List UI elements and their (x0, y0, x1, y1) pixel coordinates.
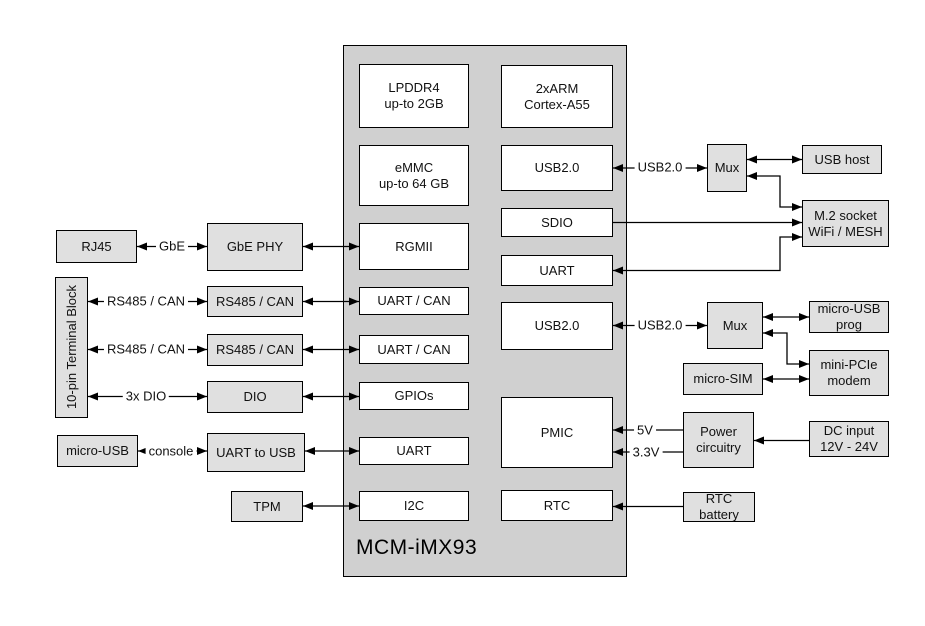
block-uart-can-2: UART / CAN (359, 335, 469, 364)
block-gpios: GPIOs (359, 382, 469, 410)
block-label: PMIC (540, 424, 574, 440)
peripheral-m2-socket: M.2 socket WiFi / MESH (802, 200, 889, 247)
block-label: RGMII (395, 238, 433, 254)
block-label: SDIO (541, 214, 573, 230)
peripheral-label: TPM (253, 498, 281, 514)
block-label: up-to 2GB (384, 96, 444, 111)
peripheral-label: Power (700, 424, 737, 440)
block-label: Cortex-A55 (524, 96, 590, 112)
peripheral-label: micro-USB (817, 301, 881, 317)
peripheral-rs485-can-1: RS485 / CAN (207, 286, 303, 317)
peripheral-rj45: RJ45 (56, 230, 137, 263)
peripheral-rtc-battery: RTC battery (683, 491, 755, 522)
wire-label-usb20-bottom: USB2.0 (634, 317, 686, 333)
block-label: up-to 64 GB (378, 175, 450, 191)
peripheral-label: GbE PHY (226, 239, 284, 255)
wire-label-3x-dio: 3x DIO (122, 388, 170, 404)
wire-mux1-m2 (747, 172, 802, 211)
wire-uart-m2 (613, 233, 802, 275)
module-title: MCM-iMX93 (356, 536, 478, 559)
wire-label-console: console (145, 443, 197, 459)
block-rtc: RTC (501, 490, 613, 521)
peripheral-gbe-phy: GbE PHY (207, 223, 303, 271)
block-uart-can-1: UART / CAN (359, 287, 469, 315)
peripheral-micro-usb: micro-USB (57, 435, 138, 467)
block-label: USB2.0 (534, 160, 580, 176)
peripheral-label: DC input (823, 423, 875, 439)
peripheral-usb-host: USB host (802, 145, 882, 174)
block-label: UART (539, 262, 575, 278)
block-label: eMMC (394, 159, 434, 175)
peripheral-dio: DIO (207, 381, 303, 413)
block-emmc: eMMC up-to 64 GB (359, 145, 469, 206)
peripheral-rs485-can-2: RS485 / CAN (207, 334, 303, 366)
block-label: UART / CAN (377, 293, 451, 309)
block-label: 2xARM (535, 80, 579, 96)
wire-label-gbe: GbE (155, 238, 189, 254)
peripheral-label: micro-USB (66, 443, 129, 459)
peripheral-label: DIO (243, 389, 267, 405)
peripheral-micro-sim: micro-SIM (683, 363, 763, 395)
peripheral-label: mini-PCIe (820, 357, 878, 373)
block-label: USB2.0 (534, 318, 580, 334)
wire-mux2-minipcie (763, 329, 809, 368)
peripheral-mini-pcie-modem: mini-PCIe modem (809, 350, 889, 396)
block-rgmii: RGMII (359, 223, 469, 270)
block-label: I2C (403, 498, 425, 514)
peripheral-label: 10-pin Terminal Block (63, 285, 79, 410)
wire-label-rs485-bottom: RS485 / CAN (103, 341, 189, 357)
wire-label-usb20-top: USB2.0 (634, 159, 686, 175)
peripheral-micro-usb-prog: micro-USB prog (809, 301, 889, 333)
peripheral-label: USB host (814, 151, 870, 167)
block-usb20-bottom: USB2.0 (501, 302, 613, 350)
block-sdio: SDIO (501, 208, 613, 237)
peripheral-label: Mux (714, 160, 740, 176)
peripheral-label: micro-SIM (693, 371, 753, 387)
block-label: UART (396, 443, 432, 459)
peripheral-label: UART to USB (216, 444, 296, 460)
peripheral-label: WiFi / MESH (808, 223, 883, 239)
block-arm-cortex-a55: 2xARM Cortex-A55 (501, 65, 613, 128)
peripheral-dc-input: DC input 12V - 24V (809, 421, 889, 457)
peripheral-label: RS485 / CAN (215, 342, 295, 358)
peripheral-power-circuitry: Power circuitry (683, 412, 754, 468)
peripheral-label: prog (835, 317, 863, 332)
wire-label-rs485-top: RS485 / CAN (103, 293, 189, 309)
block-i2c: I2C (359, 491, 469, 521)
peripheral-label: RTC (705, 491, 733, 507)
block-label: RTC (543, 497, 571, 513)
peripheral-label: 12V - 24V (820, 439, 878, 454)
peripheral-label: M.2 socket (814, 207, 877, 223)
wire-label-3v3: 3.3V (629, 444, 663, 460)
block-uart-debug: UART (359, 437, 469, 465)
peripheral-mux-2: Mux (707, 302, 763, 349)
peripheral-label: Mux (722, 317, 748, 333)
peripheral-uart-to-usb: UART to USB (207, 433, 305, 472)
peripheral-label: RS485 / CAN (215, 293, 295, 309)
block-usb20-top: USB2.0 (501, 145, 613, 191)
block-label: LPDDR4 (388, 80, 440, 96)
block-label: UART / CAN (377, 341, 451, 357)
block-pmic: PMIC (501, 397, 613, 468)
block-uart-m2: UART (501, 255, 613, 286)
peripheral-tpm: TPM (231, 491, 303, 522)
peripheral-label: modem (827, 373, 871, 388)
block-label: GPIOs (394, 388, 434, 404)
peripheral-terminal-block: 10-pin Terminal Block (55, 277, 88, 418)
peripheral-label: circuitry (696, 440, 741, 455)
peripheral-label: battery (699, 507, 739, 522)
block-lpddr4: LPDDR4 up-to 2GB (359, 64, 469, 128)
peripheral-label: RJ45 (81, 238, 112, 254)
peripheral-mux-1: Mux (707, 144, 747, 192)
wire-label-5v: 5V (634, 422, 656, 438)
